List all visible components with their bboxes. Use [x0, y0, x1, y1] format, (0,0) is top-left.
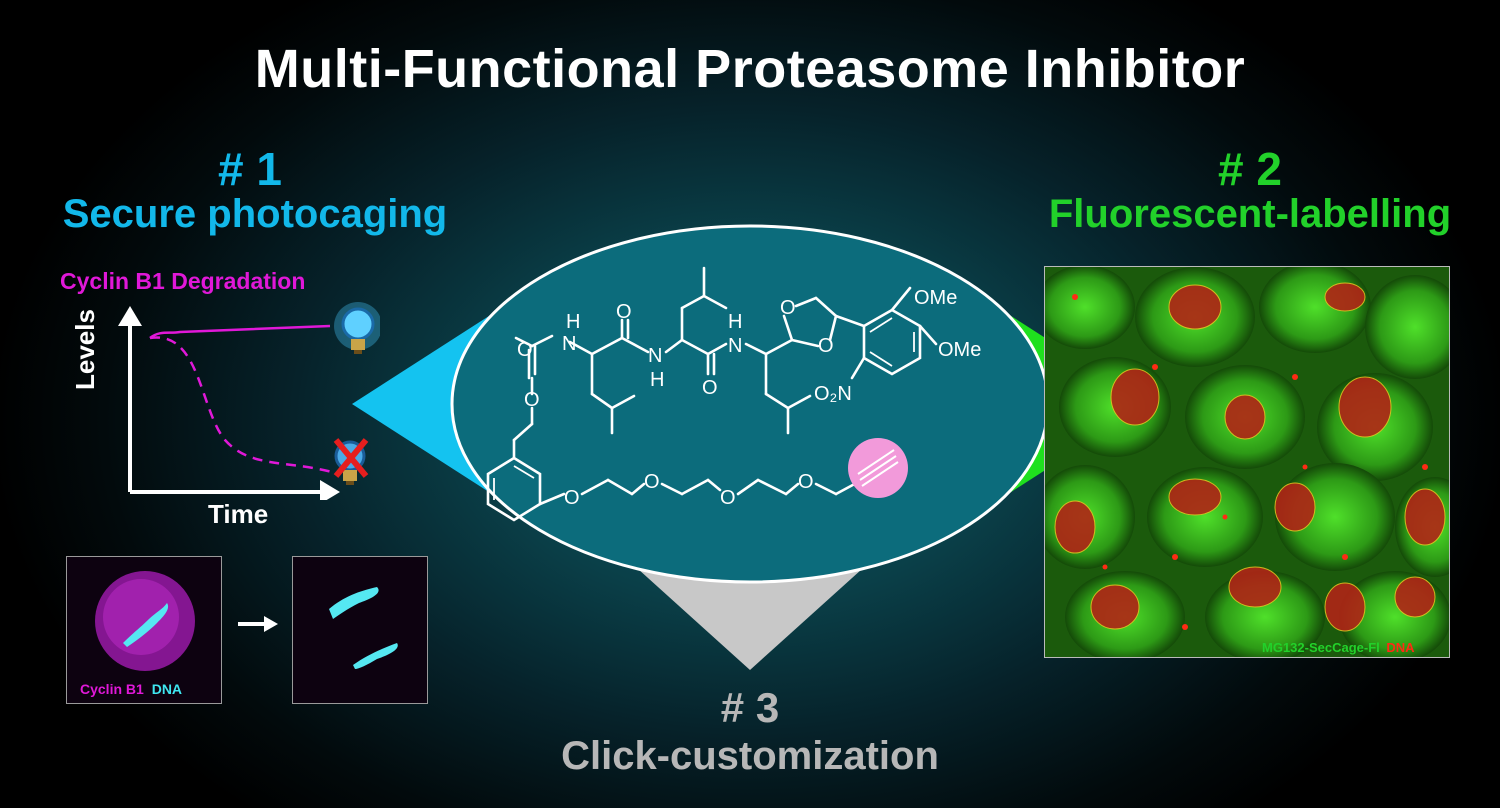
- o-label-peg4: O: [798, 471, 814, 493]
- chromosome-mass: [123, 603, 169, 647]
- micrograph-label-group: Cyclin B1 DNA: [80, 681, 182, 697]
- page-title: Multi-Functional Proteasome Inhibitor: [254, 39, 1246, 99]
- dna-label: DNA: [151, 681, 183, 697]
- feature3-number: # 3: [720, 684, 780, 731]
- graph-y-label: Levels: [70, 309, 100, 390]
- o-label-carbonyl2: O: [702, 377, 718, 399]
- x-axis-arrow-icon: [320, 480, 340, 500]
- feature1-label: Secure photocaging: [62, 192, 448, 236]
- chromosome-set-2: [353, 643, 398, 669]
- o-label-carbamate: O: [517, 339, 533, 361]
- fluorescence-label-group: MG132-SecCage-Fl DNA: [1262, 640, 1415, 655]
- o-label-carbonyl1: O: [616, 301, 632, 323]
- feature2-number: # 2: [1218, 143, 1282, 195]
- o-label-ester: O: [524, 389, 540, 411]
- degradation-graph: [118, 302, 380, 500]
- fluorescence-micrograph: [1044, 266, 1450, 658]
- feature3-label: Click-customization: [561, 734, 939, 778]
- cyclin-label: Cyclin B1: [80, 681, 144, 697]
- ome-label-2: OMe: [938, 339, 981, 361]
- probe-label: MG132-SecCage-Fl: [1262, 640, 1380, 655]
- y-axis-arrow-icon: [118, 306, 142, 326]
- ome-label-1: OMe: [914, 287, 957, 309]
- graph-x-label: Time: [208, 499, 269, 529]
- cell-nuclei: [1054, 282, 1446, 632]
- o-label-peg1: O: [564, 487, 580, 509]
- arrow-right-icon: [238, 616, 278, 632]
- graph-title: Cyclin B1 Degradation: [60, 268, 306, 294]
- feature1-number: # 1: [218, 143, 282, 195]
- lightbulb-off-icon: [333, 438, 369, 485]
- no2-label: O₂N: [814, 383, 852, 405]
- triple-bond-icon: [857, 449, 899, 487]
- h-label-3: H: [728, 311, 742, 333]
- micrograph-after: [292, 556, 428, 704]
- chemical-structure: O O H N O N H O H N O O OMe OMe O₂N O O …: [486, 266, 981, 522]
- chromosome-set-1: [329, 587, 379, 619]
- pointer-bottom-triangle: [628, 560, 872, 670]
- line-degraded: [149, 336, 333, 474]
- o-label-peg3: O: [720, 487, 736, 509]
- red-puncta: [1072, 294, 1428, 630]
- o-label-ring2: O: [818, 335, 834, 357]
- h-label-2: H: [650, 369, 664, 391]
- o-label-peg2: O: [644, 471, 660, 493]
- lightbulb-on-icon: [334, 302, 380, 354]
- o-label-ring1: O: [780, 297, 796, 319]
- micrograph-before: [66, 556, 222, 704]
- n-label-2: N: [648, 345, 662, 367]
- h-label-1: H: [566, 311, 580, 333]
- dna-label-right: DNA: [1386, 640, 1415, 655]
- feature2-label: Fluorescent-labelling: [1048, 192, 1452, 236]
- n-label-1: N: [562, 333, 576, 355]
- line-stable: [149, 324, 331, 340]
- n-label-3: N: [728, 335, 742, 357]
